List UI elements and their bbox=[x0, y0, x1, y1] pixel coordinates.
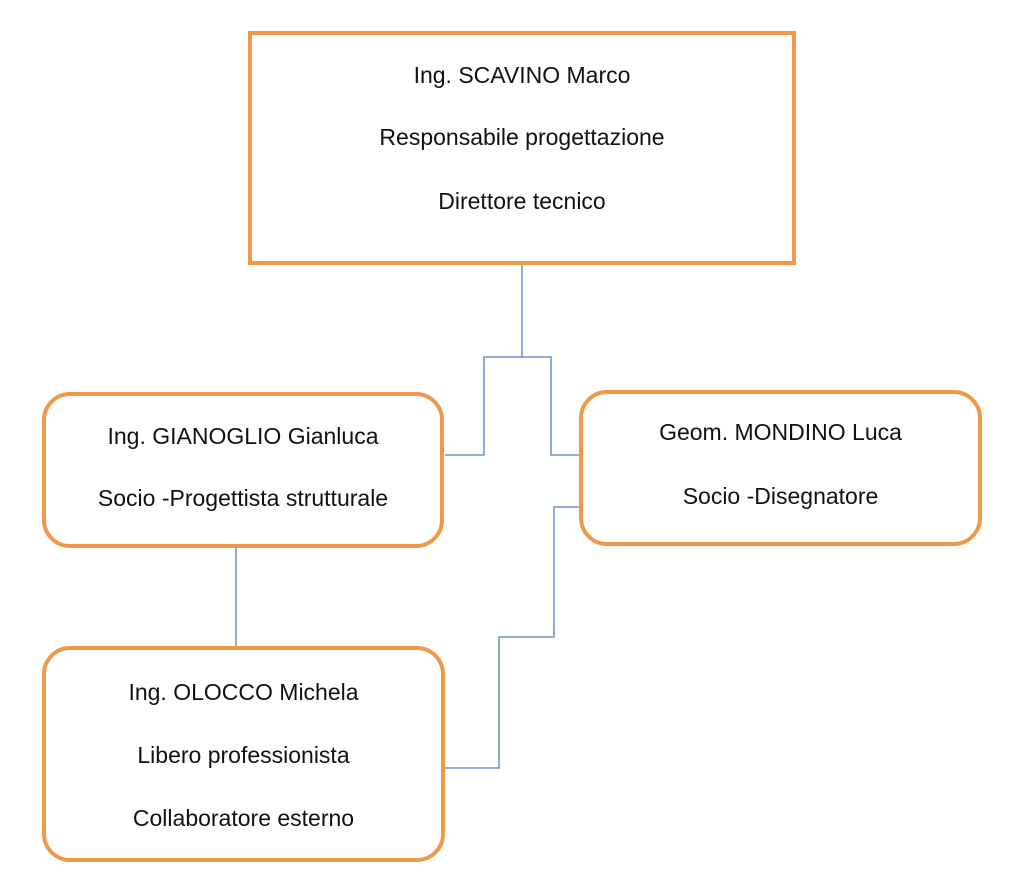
connector-director-to-mondino bbox=[522, 356, 580, 456]
director-name: Ing. SCAVINO Marco bbox=[413, 62, 631, 88]
olocco-role: Libero professionista bbox=[137, 742, 350, 768]
olocco-title: Collaboratore esterno bbox=[132, 805, 355, 831]
olocco-name: Ing. OLOCCO Michela bbox=[128, 679, 359, 705]
gianoglio-node: Ing. GIANOGLIO Gianluca Socio -Progettis… bbox=[42, 392, 444, 548]
director-node: Ing. SCAVINO Marco Responsabile progetta… bbox=[248, 31, 796, 265]
gianoglio-role: Socio -Progettista strutturale bbox=[97, 485, 389, 511]
connector-group bbox=[235, 265, 580, 769]
olocco-node: Ing. OLOCCO Michela Libero professionist… bbox=[42, 646, 445, 862]
mondino-role: Socio -Disegnatore bbox=[682, 483, 879, 509]
connector-director-to-gianoglio bbox=[445, 265, 523, 456]
mondino-node: Geom. MONDINO Luca Socio -Disegnatore bbox=[579, 390, 982, 546]
gianoglio-name: Ing. GIANOGLIO Gianluca bbox=[107, 423, 379, 449]
director-title: Direttore tecnico bbox=[438, 188, 606, 214]
connector-olocco-to-mondino bbox=[445, 506, 580, 769]
director-role: Responsabile progettazione bbox=[379, 124, 665, 150]
mondino-name: Geom. MONDINO Luca bbox=[659, 419, 902, 445]
